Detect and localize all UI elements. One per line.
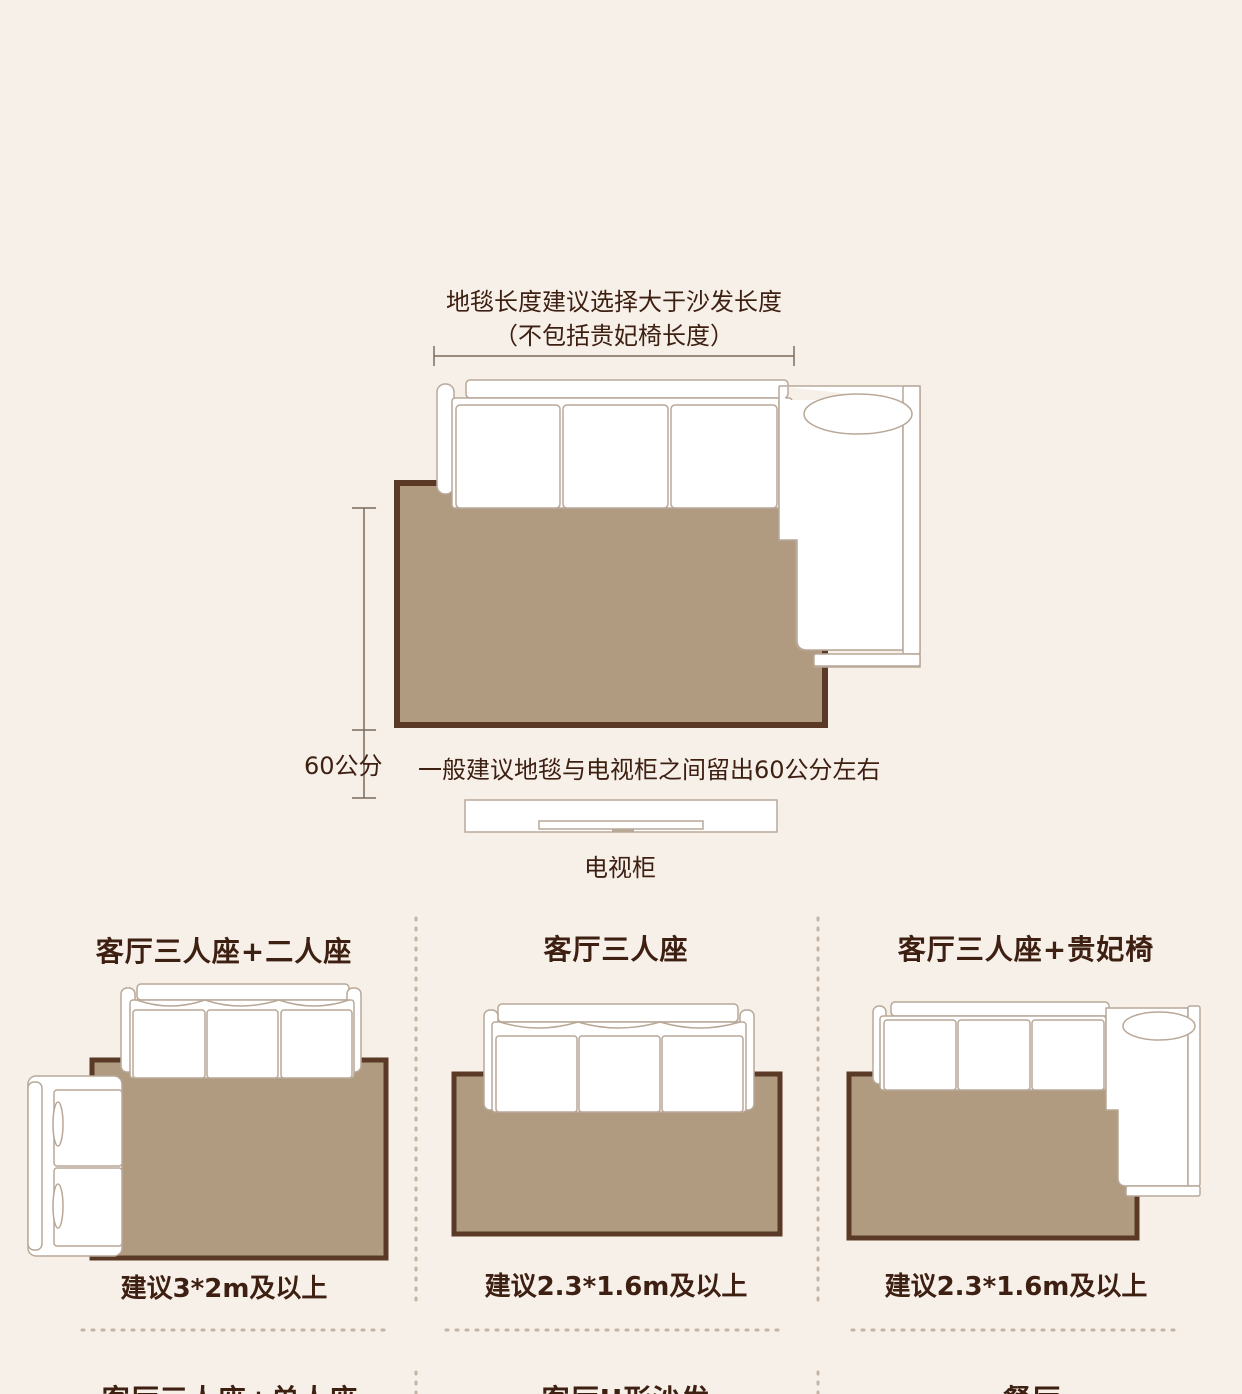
layout-suggestion: 建议2.3*1.6m及以上 xyxy=(884,1272,1148,1302)
sofa-length-dimension-line xyxy=(433,346,795,366)
tv-cabinet-label: 电视柜 xyxy=(584,854,656,882)
layout2-sofa-cushion xyxy=(661,1035,744,1113)
main-sofa-cushion xyxy=(670,404,778,509)
layout3-rug xyxy=(846,1071,1140,1241)
layout3-chaise-pillow xyxy=(1122,1011,1196,1041)
layout-suggestion: 建议3*2m及以上 xyxy=(120,1274,328,1304)
layout1-sofa-cushion xyxy=(132,1009,206,1079)
length-note-line2: （不包括贵妃椅长度） xyxy=(494,322,734,350)
main-sofa-back xyxy=(465,379,789,399)
layout-title: 客厅三人座+二人座 xyxy=(95,935,353,968)
layout2-sofa-cushion xyxy=(495,1035,578,1113)
layout1-sofa-cushion xyxy=(206,1009,279,1079)
layout-title: 客厅三人座+单人座 xyxy=(102,1378,358,1394)
tv-cabinet-screen xyxy=(538,820,704,830)
main-chaise-pillow xyxy=(803,393,913,435)
layout1-sofa-back xyxy=(136,983,350,1001)
section-dividers xyxy=(80,916,1184,1394)
layout2-sofa-back xyxy=(497,1003,739,1023)
layout1-loveseat-cushion xyxy=(53,1167,123,1247)
main-chaise-foot xyxy=(813,653,921,667)
layout3-sofa-cushion xyxy=(957,1019,1031,1091)
distance-label: 60公分 xyxy=(304,752,383,780)
layout2-sofa-cushion xyxy=(578,1035,661,1113)
distance-dimension-line xyxy=(352,507,376,799)
layout-title: 客厅U形沙发 xyxy=(542,1378,711,1394)
layout3-sofa-back xyxy=(890,1001,1110,1017)
main-sofa-cushion xyxy=(455,404,561,509)
main-sofa-cushion xyxy=(562,404,669,509)
layout-title: 客厅三人座+贵妃椅 xyxy=(897,933,1155,966)
layout1-loveseat-cushion xyxy=(53,1089,123,1167)
layout-title: 餐厅 xyxy=(1003,1378,1061,1394)
main-chaise-frame xyxy=(902,385,921,655)
layout-suggestion: 建议2.3*1.6m及以上 xyxy=(484,1272,748,1302)
layout3-sofa-cushion xyxy=(883,1019,957,1091)
length-note-line1: 地毯长度建议选择大于沙发长度 xyxy=(446,288,782,316)
layout3-sofa-cushion xyxy=(1031,1019,1105,1091)
layout1-sofa-cushion xyxy=(280,1009,353,1079)
layout-title: 客厅三人座 xyxy=(543,933,689,966)
layout1-rug xyxy=(89,1057,389,1261)
main-rug xyxy=(394,480,828,728)
distance-note: 一般建议地毯与电视柜之间留出60公分左右 xyxy=(418,756,881,784)
